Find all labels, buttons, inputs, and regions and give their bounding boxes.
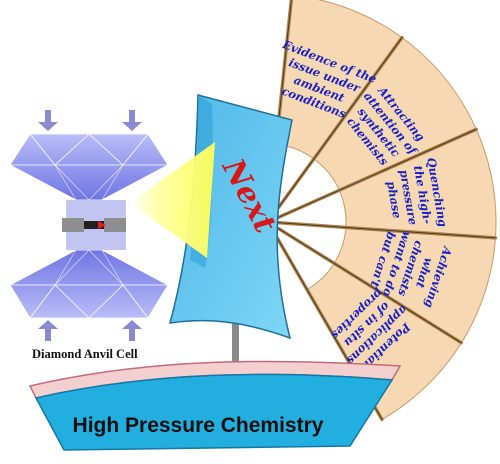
boat-mast: [232, 300, 239, 362]
boat-hull: [34, 373, 394, 451]
fan-rib-core: [273, 221, 496, 239]
sample-marker: [98, 221, 106, 229]
boat: [28, 360, 402, 451]
fan-rib-core: [271, 37, 403, 218]
diamond-icon: [9, 133, 169, 201]
fan-label-line: phase: [384, 180, 404, 220]
sample-icon: [84, 221, 104, 229]
gasket-right: [104, 218, 126, 232]
boat-title: High Pressure Chemistry: [73, 414, 324, 437]
fan-rib-core: [272, 224, 462, 344]
fan-rib-core: [273, 128, 477, 221]
pressure-arrow-icon: [122, 320, 142, 341]
pressure-arrow-icon: [38, 320, 58, 341]
light-beam: [130, 142, 215, 258]
diamond-icon: [9, 249, 169, 319]
diamond-anvil-cell: [9, 110, 169, 341]
device-label: Diamond Anvil Cell: [32, 347, 138, 361]
gasket-left: [62, 218, 84, 232]
pressure-arrow-icon: [38, 110, 58, 131]
pressure-arrow-icon: [122, 110, 142, 131]
